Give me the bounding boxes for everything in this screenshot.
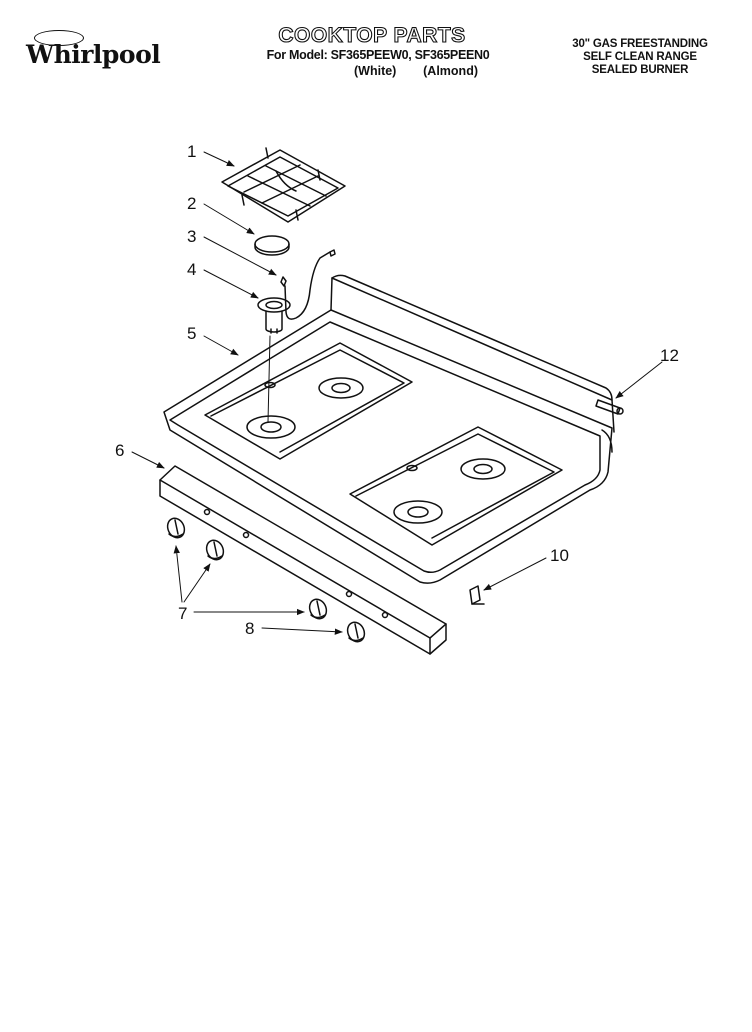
model-line: For Model: SF365PEEW0, SF365PEEN0 <box>266 48 490 62</box>
igniter-electrode <box>280 249 336 320</box>
callout-6: 6 <box>115 441 124 460</box>
page-title: COOKTOP PARTS <box>278 23 466 47</box>
product-description: 30" GAS FREESTANDING SELF CLEAN RANGE SE… <box>548 38 732 77</box>
variant-row: (White) (Almond) <box>354 64 478 78</box>
control-panel <box>159 465 447 655</box>
control-knob <box>205 539 225 561</box>
cooktop-panel <box>163 274 615 584</box>
description-line: SELF CLEAN RANGE <box>583 51 697 63</box>
description-line: 30" GAS FREESTANDING <box>572 38 708 50</box>
callout-10: 10 <box>550 546 569 565</box>
burner-base <box>257 297 291 334</box>
callout-4: 4 <box>187 260 196 279</box>
hinge-pin <box>595 399 624 415</box>
burner-grate <box>221 147 346 223</box>
cooktop-clip <box>469 585 485 605</box>
callout-arrows <box>131 151 663 635</box>
description-line: SEALED BURNER <box>591 64 689 76</box>
control-knob <box>346 621 366 643</box>
callout-8: 8 <box>245 619 254 638</box>
logo-badge <box>34 30 84 46</box>
callout-5: 5 <box>187 324 196 343</box>
variant-white: (White) <box>354 64 397 78</box>
callout-7: 7 <box>178 604 187 623</box>
callout-12: 12 <box>660 346 679 365</box>
brand-name: Whirlpool <box>26 40 161 69</box>
callout-2: 2 <box>187 194 196 213</box>
control-knob <box>166 517 186 539</box>
variant-almond: (Almond) <box>423 64 478 78</box>
whirlpool-logo: Whirlpool <box>26 30 161 74</box>
callout-3: 3 <box>187 227 196 246</box>
callout-1: 1 <box>187 142 196 161</box>
burner-cap <box>254 235 290 256</box>
control-knob <box>308 598 328 620</box>
